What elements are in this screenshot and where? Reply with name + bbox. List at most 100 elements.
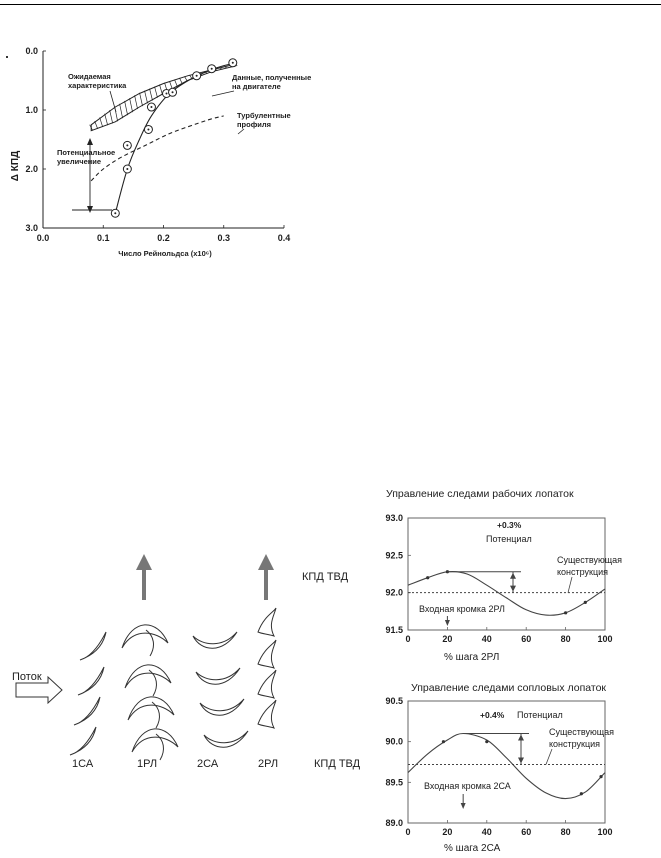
c1-x-tick-label: 0.2 — [157, 233, 170, 243]
blade-1rl — [121, 624, 169, 649]
blade-1rl-tail — [151, 701, 160, 729]
up-arrow-1rl — [136, 554, 152, 600]
c3-x-tick-label: 0 — [405, 827, 410, 837]
c2-x-tick-label: 0 — [405, 634, 410, 644]
c1-x-tick-label: 0.0 — [37, 233, 50, 243]
c1-band-hatch — [134, 95, 138, 110]
c1-label-pot-1: Потенциальное — [57, 148, 115, 157]
page-top-rule — [0, 4, 661, 5]
c3-efficiency-curve — [407, 732, 606, 800]
c3-title: Управление следами сопловых лопаток — [411, 682, 606, 694]
c3-x-tick-label: 20 — [442, 827, 452, 837]
c1-turbulent-line — [90, 115, 224, 182]
c3-potential: Потенциал — [517, 710, 563, 720]
c3-x-tick-label: 100 — [597, 827, 612, 837]
blade-1rl — [127, 696, 175, 721]
c1-label-expected-1: Ожидаемая — [68, 72, 111, 81]
c1-y-tick-label: 1.0 — [25, 105, 38, 115]
c1-arrowhead-up — [87, 138, 93, 145]
c2-axes — [407, 517, 606, 631]
c1-band-hatch — [159, 84, 163, 95]
c2-gain-arrow-down — [510, 585, 516, 592]
flow-arrow — [15, 675, 63, 705]
c3-edge: Входная кромка 2СА — [424, 781, 511, 791]
c1-arrowhead-down — [87, 206, 93, 213]
blade-1rl-tail — [148, 669, 157, 697]
c2-x-tick-label: 60 — [521, 634, 531, 644]
c3-inlet-edge-arrowhead — [460, 803, 466, 809]
c1-label-expected-2: характеристика — [68, 81, 127, 90]
c1-data-point-dot — [231, 61, 234, 64]
c3-axes — [407, 700, 606, 824]
c3-exist-1: Существующая — [549, 727, 614, 737]
blade-1ca — [69, 726, 97, 756]
c3-x-tick-label: 60 — [521, 827, 531, 837]
c2-frame — [407, 517, 606, 631]
c1-x-tick-label: 0.4 — [278, 233, 291, 243]
c2-title: Управление следами рабочих лопаток — [386, 488, 574, 500]
c2-gain-arrow-up — [510, 572, 516, 579]
c1-data-point-dot — [195, 74, 198, 77]
blade-rows — [69, 607, 277, 761]
c1-band-hatch — [224, 66, 228, 69]
c1-band-hatch — [219, 67, 223, 70]
c3-potential-marker — [460, 733, 553, 809]
c1-leader-turb — [237, 128, 245, 135]
c1-data-point-dot — [171, 91, 174, 94]
c3-ylabel: КПД ТВД — [314, 758, 361, 770]
c2-ylabel: КПД ТВД — [302, 571, 349, 583]
c3-data-point — [579, 792, 583, 796]
c1-y-tick-label: 3.0 — [25, 223, 38, 233]
c1-band-hatch — [144, 90, 148, 104]
row-label-1ca: 1СА — [72, 758, 94, 770]
row-label-1rl: 1РЛ — [137, 758, 157, 770]
c1-label-engine-2: на двигателе — [232, 82, 281, 91]
c2-exist-1: Существующая — [557, 555, 622, 565]
c2-exist-2: конструкция — [557, 567, 608, 577]
blade-1ca — [79, 631, 107, 661]
c1-band-hatch — [129, 98, 133, 113]
c2-x-tick-label: 20 — [442, 634, 452, 644]
c2-y-tick-label: 92.5 — [385, 550, 403, 560]
page-speck — [6, 56, 8, 58]
c1-band-hatch — [94, 120, 99, 129]
c2-potential: Потенциал — [486, 534, 532, 544]
c1-data-point-dot — [114, 212, 117, 215]
c2-gain: +0.3% — [497, 520, 522, 530]
c1-band-hatch — [124, 100, 128, 116]
c2-x-tick-label: 40 — [482, 634, 492, 644]
c2-data-point — [583, 600, 587, 604]
c2-data-point — [426, 576, 430, 580]
c2-xlabel: % шага 2РЛ — [444, 652, 499, 663]
c1-data-point-dot — [210, 67, 213, 70]
c1-band-hatch — [179, 77, 183, 85]
c3-y-tick-label: 90.0 — [385, 737, 403, 747]
row-label-2rl: 2РЛ — [258, 758, 278, 770]
c3-frame — [407, 700, 606, 824]
blade-1rl — [124, 664, 172, 689]
c1-band-hatch — [184, 76, 188, 82]
c2-data-point — [564, 611, 568, 615]
c1-band-hatch — [154, 86, 158, 98]
c3-data-point — [441, 740, 446, 744]
c2-efficiency-curve — [407, 570, 606, 616]
c1-label-engine-1: Данные, полученные — [232, 73, 311, 82]
c1-data-point-dot — [147, 128, 150, 131]
blade-2rl — [257, 699, 277, 729]
blade-1ca — [77, 666, 105, 696]
c1-band-hatch — [119, 103, 123, 119]
blade-2ca — [192, 631, 238, 649]
c3-exist-2: конструкция — [549, 739, 600, 749]
c1-data-point-dot — [126, 144, 129, 147]
blade-1rl-tail — [145, 629, 154, 657]
blade-2ca — [195, 667, 241, 685]
c1-y-tick-label: 0.0 — [25, 46, 38, 56]
c1-x-tick-label: 0.1 — [97, 233, 110, 243]
c1-data-point-dot — [126, 168, 129, 170]
c1-leader-expected — [109, 90, 117, 113]
c1-axes — [42, 50, 285, 229]
blade-2ca — [199, 698, 245, 716]
